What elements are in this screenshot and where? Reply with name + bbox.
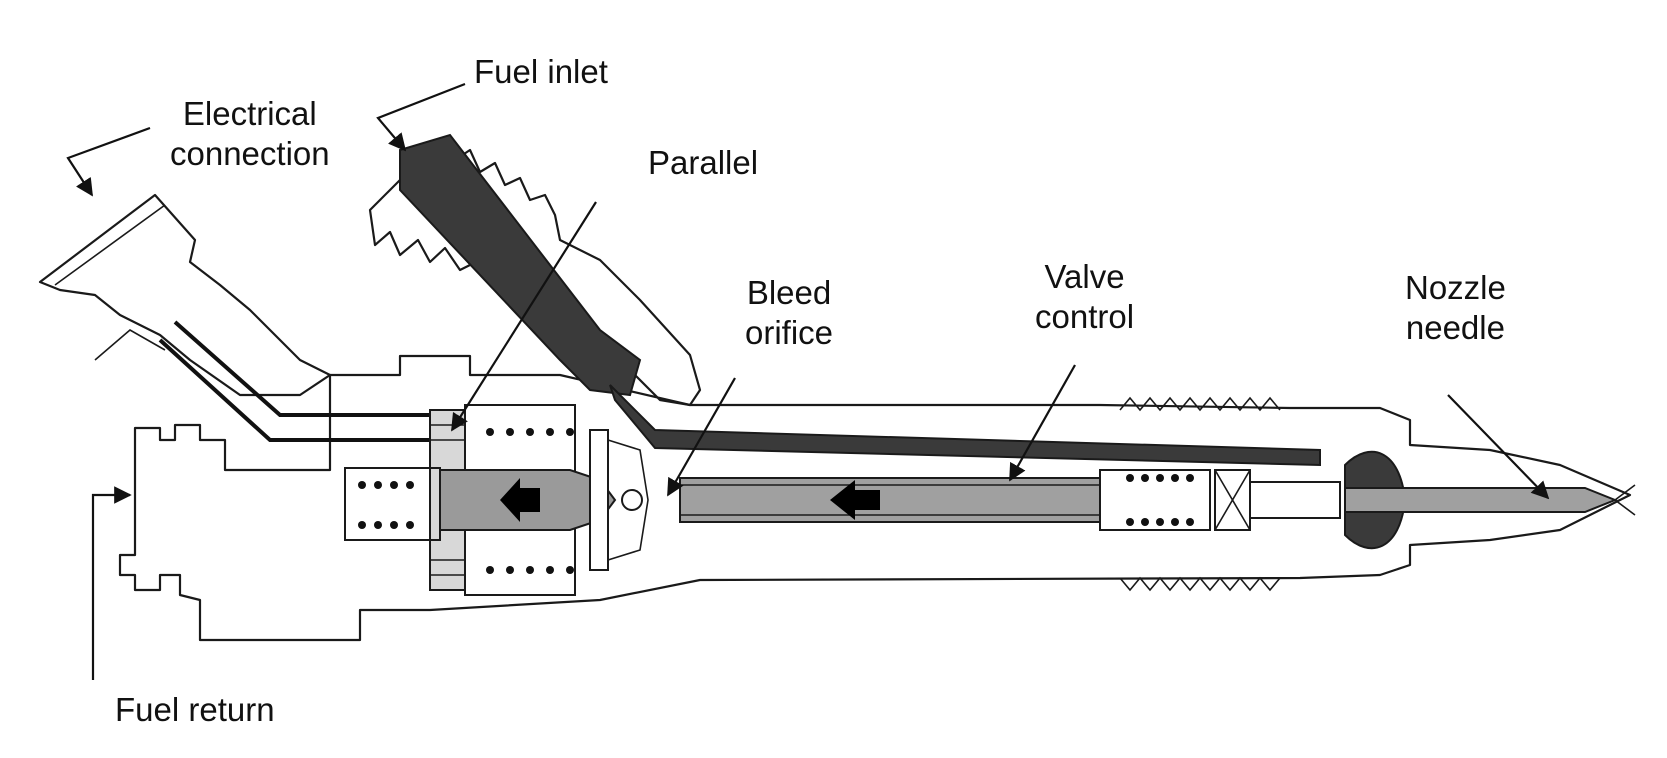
housing-threads-bottom: [1119, 576, 1281, 592]
fuel-inlet-passage: [399, 133, 642, 397]
label-bleed-orifice: Bleed orifice: [745, 274, 834, 352]
electrical-connector-body: [38, 193, 332, 397]
flow-arrow-valve: [830, 480, 880, 520]
label-valve-control: Valve control: [1035, 258, 1135, 336]
label-fuel-return: Fuel return: [115, 691, 275, 728]
leader-electrical-connection: [66, 126, 151, 197]
leader-fuel-return: [91, 486, 132, 680]
leader-bleed-orifice: [667, 377, 736, 497]
leader-fuel-inlet: [376, 82, 466, 152]
high-pressure-line: [609, 384, 1321, 467]
ball-valve: [621, 489, 643, 511]
label-parallel: Parallel: [648, 144, 759, 181]
flow-arrow-left: [500, 478, 540, 522]
label-fuel-inlet: Fuel inlet: [474, 53, 608, 90]
nozzle-needle: [1344, 487, 1618, 513]
electrical-wires: [173, 320, 430, 417]
injector-housing: [118, 354, 1632, 642]
leader-valve-control: [1009, 364, 1076, 482]
leader-nozzle-needle: [1447, 394, 1550, 500]
housing-threads-top: [1119, 396, 1281, 412]
fuel-inlet-fitting: [368, 138, 702, 407]
springs: [358, 428, 1194, 574]
label-nozzle-needle: Nozzle needle: [1405, 269, 1506, 347]
leader-parallel: [451, 201, 597, 432]
label-electrical-connection: Electrical connection: [170, 95, 330, 173]
